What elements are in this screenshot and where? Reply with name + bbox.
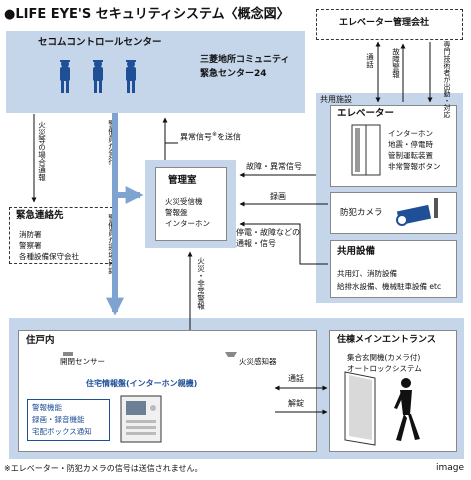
tech-dispatch-label: 専門技術者が出動・対応	[443, 41, 451, 118]
fire-detector-label: 火災感知器	[239, 357, 277, 366]
footnote: ※エレベーター・防犯カメラの信号は送信されません。	[4, 464, 203, 473]
secom-title: セコムコントロールセンター	[38, 37, 162, 48]
dwelling-function: 警報機能	[32, 403, 62, 412]
management-title: 管理室	[168, 175, 197, 186]
guard-route-arrow	[106, 113, 144, 316]
dwelling-title: 住戸内	[26, 335, 55, 346]
fault-signal-label: 故障・異常信号	[246, 162, 302, 171]
shared-equipment-box	[330, 240, 457, 298]
emergency-title: 緊急連絡先	[16, 210, 64, 221]
elevator-item: インターホン	[388, 129, 433, 138]
call-entrance-label: 通話	[288, 374, 304, 383]
intercom-panel-title: 住宅情報盤(インターホン親機)	[86, 379, 198, 388]
abnormal-signal-text: 異常信号	[180, 132, 212, 142]
entrance-line1: 集合玄関機(カメラ付)	[347, 353, 421, 362]
diagram-title: ●LIFE EYE'S セキュリティシステム〈概念図〉	[4, 7, 290, 22]
management-item: 警報盤	[165, 208, 188, 217]
abnormal-signal-suffix: を送信	[217, 132, 242, 142]
shared-facilities-label: 共用施設	[320, 95, 352, 104]
secom-center-line1: 三菱地所コミュニティ	[200, 55, 290, 65]
emergency-item: 消防署	[19, 230, 42, 239]
elevator-item: 管制運転装置	[388, 151, 433, 160]
abnormal-signal-note: ※	[212, 131, 218, 138]
management-item: 火災受信機	[165, 197, 203, 206]
image-caption: image	[436, 463, 465, 473]
emergency-contact-box	[9, 207, 113, 264]
emergency-item: 各種設備保守会社	[19, 252, 79, 261]
secom-center-line2: 緊急センター24	[200, 69, 267, 79]
elevator-box	[330, 105, 457, 187]
entrance-box	[329, 330, 457, 452]
management-room-box	[155, 167, 227, 241]
shared-equipment-item: 共用灯、消防設備	[337, 269, 397, 278]
entrance-line2: オートロックシステム	[347, 364, 422, 373]
secom-control-center	[6, 31, 305, 113]
guard-rush-label: 警備員が急行	[107, 120, 117, 165]
shared-equipment-title: 共用設備	[337, 246, 376, 257]
abnormal-signal-label: 異常信号※を送信	[180, 131, 242, 142]
fire-alarm-up-label: 火災・非常警報	[196, 257, 206, 310]
elevator-title: エレベーター	[337, 108, 395, 119]
entrance-title: 住棟メインエントランス	[337, 335, 436, 345]
elevator-company-title: エレベーター管理会社	[339, 18, 430, 28]
fire-report-label: 火災等の場合通報	[37, 121, 47, 181]
management-item: インターホン	[165, 219, 210, 228]
elevator-company-box	[316, 9, 463, 40]
unlock-label: 解錠	[288, 399, 304, 408]
dwelling-function: 宅配ボックス通知	[32, 427, 92, 436]
dwelling-functions-box	[27, 399, 110, 441]
camera-title: 防犯カメラ	[340, 208, 383, 218]
abnormal-signal-arrow	[164, 142, 178, 160]
emergency-item: 警察署	[19, 241, 42, 250]
dwelling-function: 録画・録音機能	[32, 415, 85, 424]
call-elevator-label: 通話	[365, 53, 375, 68]
shared-equipment-item: 給排水設備、機械駐車設備 etc	[337, 282, 442, 291]
equip-signal-label: 停電・故障などの 通報・信号	[236, 228, 300, 248]
elevator-item: 地震・停電時	[388, 140, 433, 149]
recording-label: 録画	[270, 192, 286, 201]
fault-alarm-label: 故障警報	[391, 48, 401, 78]
guard-check-label: 警備員が現場確認	[107, 214, 117, 274]
elevator-item: 非常警報ボタン	[388, 162, 441, 171]
open-sensor-label: 開閉センサー	[60, 357, 105, 366]
